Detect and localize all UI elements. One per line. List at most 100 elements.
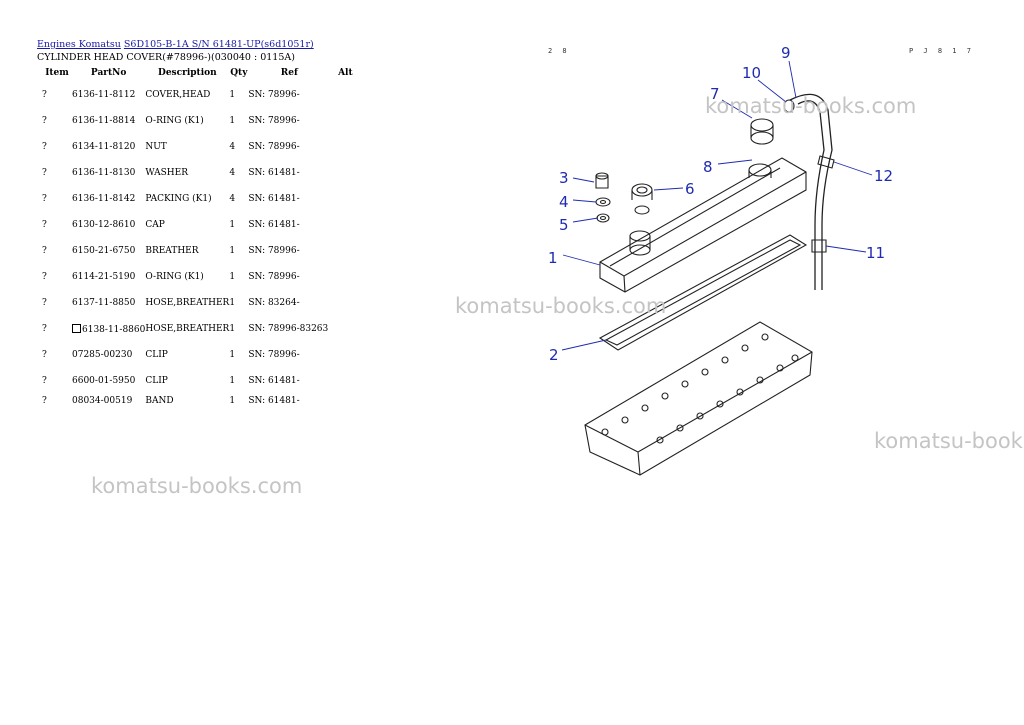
cell-item: ? [37, 108, 72, 134]
cell-description: HOSE,BREATHER [145, 290, 229, 316]
cell-qty: 1 [229, 264, 248, 290]
cell-partno-text: 6136-11-8112 [72, 90, 136, 100]
cell-ref-text: SN: 61481- [248, 168, 300, 178]
callout-11: 11 [866, 244, 885, 262]
cell-description-text: HOSE,BREATHER [145, 298, 230, 308]
cylinder-head-drawing [584, 321, 813, 476]
page-code-right: P J 8 1 7 [909, 47, 974, 55]
callout-1: 1 [548, 249, 558, 267]
breadcrumb-link-engines[interactable]: Engines Komatsu [37, 39, 121, 50]
cylinder-head-holes [601, 333, 799, 444]
cell-partno-text: 6136-11-8142 [72, 194, 136, 204]
column-header-ref: Ref [280, 68, 298, 78]
gasket-drawing [598, 234, 808, 351]
head-cover-drawing [599, 157, 807, 293]
cell-description-text: CAP [145, 220, 165, 230]
cell-ref-text: SN: 61481- [248, 376, 300, 386]
cell-alt [330, 108, 360, 134]
cell-item: ? [37, 160, 72, 186]
cell-qty-text: 1 [229, 298, 236, 308]
cell-partno: 6136-11-8112 [72, 82, 145, 108]
cell-qty-text: 1 [229, 376, 236, 386]
cell-partno-text: 6138-11-8860 [82, 324, 146, 335]
cell-item: ? [37, 134, 72, 160]
cell-description: CAP [145, 212, 229, 238]
cell-description-text: O-RING (K1) [145, 272, 204, 282]
cell-description-text: COVER,HEAD [145, 90, 211, 100]
cell-partno: 6134-11-8120 [72, 134, 145, 160]
cell-item-text: ? [42, 376, 47, 386]
column-header-qty: Qty [230, 68, 248, 78]
cell-ref: SN: 78996-83263 [248, 316, 330, 342]
cell-qty-text: 4 [229, 194, 236, 204]
cell-partno-text: 6134-11-8120 [72, 142, 136, 152]
cell-item: ? [37, 264, 72, 290]
breadcrumb-link-model[interactable]: S6D105-B-1A S/N 61481-UP(s6d1051r) [123, 39, 314, 50]
cell-qty-text: 1 [229, 90, 236, 100]
checkbox-icon [72, 323, 81, 333]
cell-qty-text: 1 [229, 396, 236, 406]
table-header-row: Item PartNo Description Qty Ref Alt [37, 64, 360, 82]
breather-hose-drawing [789, 93, 833, 290]
cell-partno-text: 6137-11-8850 [72, 298, 136, 308]
callout-7: 7 [710, 85, 720, 103]
callout-12: 12 [874, 167, 893, 185]
cell-ref-text: SN: 61481- [248, 396, 300, 406]
cell-item-text: ? [42, 298, 47, 308]
cell-description: HOSE,BREATHER [145, 316, 229, 342]
cell-description: BREATHER [145, 238, 229, 264]
cell-item-text: ? [42, 142, 47, 152]
cell-description: BAND [145, 394, 229, 408]
cell-ref-text: SN: 78996- [248, 142, 300, 152]
cell-partno: 08034-00519 [72, 394, 145, 408]
cell-description: CLIP [145, 368, 229, 394]
cell-alt [330, 238, 360, 264]
cell-partno: 6138-11-8860 [72, 316, 145, 342]
cell-qty-text: 1 [229, 350, 236, 360]
cell-alt [330, 264, 360, 290]
watermark: komatsu-books.com [91, 474, 303, 498]
cell-description-text: BREATHER [145, 246, 199, 256]
page-title: CYLINDER HEAD COVER(#78996-)(030040 : 01… [37, 52, 295, 63]
cell-alt [330, 134, 360, 160]
cell-partno: 6136-11-8130 [72, 160, 145, 186]
cell-item: ? [37, 342, 72, 368]
cell-qty: 4 [229, 134, 248, 160]
cell-qty: 1 [229, 82, 248, 108]
cell-alt [330, 368, 360, 394]
cell-description-text: CLIP [145, 376, 168, 386]
cell-item: ? [37, 394, 72, 408]
cell-partno: 6136-11-8814 [72, 108, 145, 134]
cell-description-text: HOSE,BREATHER [145, 324, 230, 334]
cell-qty-text: 1 [229, 116, 236, 126]
cell-qty: 1 [229, 394, 248, 408]
leader-lines [561, 60, 873, 351]
cell-item: ? [37, 290, 72, 316]
cell-partno-text: 6150-21-6750 [72, 246, 136, 256]
cell-ref-text: SN: 61481- [248, 220, 300, 230]
cell-ref-text: SN: 83264- [248, 298, 300, 308]
cell-item-text: ? [42, 168, 47, 178]
cell-partno-text: 6114-21-5190 [72, 272, 136, 282]
watermark: komatsu-books.com [455, 294, 667, 318]
cell-item-text: ? [42, 396, 47, 406]
cell-qty-text: 4 [229, 168, 236, 178]
cell-item: ? [37, 316, 72, 342]
cell-partno-text: 6136-11-8130 [72, 168, 136, 178]
cell-qty-text: 1 [229, 220, 236, 230]
cell-qty-text: 4 [229, 142, 236, 152]
cell-item-text: ? [42, 272, 47, 282]
cell-qty: 1 [229, 212, 248, 238]
cell-ref-text: SN: 78996- [248, 246, 300, 256]
cell-qty: 4 [229, 160, 248, 186]
cell-item-text: ? [42, 194, 47, 204]
cell-alt [330, 212, 360, 238]
